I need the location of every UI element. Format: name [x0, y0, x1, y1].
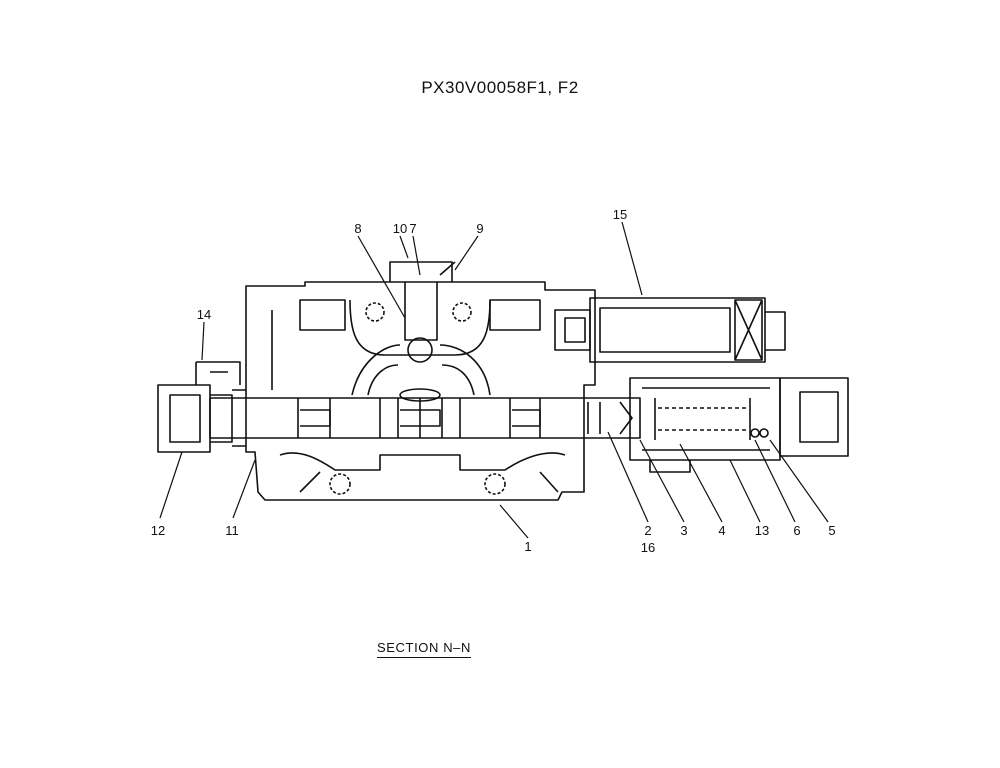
main-spool: [209, 397, 641, 439]
callout-3: 3: [680, 523, 688, 538]
leader-10: [399, 235, 409, 259]
leader-7: [412, 235, 421, 276]
callout-8: 8: [354, 221, 362, 236]
leader-3: [639, 439, 685, 523]
left-chamber: [271, 299, 346, 390]
section-label: SECTION N–N: [377, 640, 472, 658]
leader-12: [159, 451, 183, 519]
callout-9: 9: [476, 221, 484, 236]
leader-5: [769, 439, 829, 523]
callout-7: 7: [409, 221, 417, 236]
leader-15: [621, 221, 643, 296]
leader-11: [232, 459, 256, 519]
leader-4: [679, 443, 723, 523]
left-end-cap: [157, 384, 233, 453]
fitting-14: [195, 361, 241, 385]
callout-11: 11: [225, 523, 239, 538]
callout-14: 14: [196, 307, 212, 322]
lower-cavity: [279, 452, 566, 471]
callout-10: 10: [392, 221, 408, 236]
top-boss: [389, 261, 453, 282]
leader-2: [607, 431, 649, 523]
callout-1: 1: [524, 539, 532, 554]
valve-body-outline: [245, 281, 596, 501]
callout-2: 2: [644, 523, 652, 538]
callout-12: 12: [150, 523, 166, 538]
leader-9: [454, 235, 479, 271]
callout-4: 4: [718, 523, 726, 538]
callout-15: 15: [612, 207, 628, 222]
callout-6: 6: [793, 523, 801, 538]
leader-6: [754, 439, 796, 523]
center-cavity: [349, 299, 491, 356]
leader-13: [729, 459, 761, 523]
callout-5: 5: [828, 523, 836, 538]
leader-8: [357, 235, 406, 319]
right-chamber: [489, 299, 541, 331]
leader-1: [499, 504, 529, 539]
callout-16: 16: [640, 540, 656, 555]
right-spring-housing: [629, 377, 781, 461]
drawing-title: PX30V00058F1, F2: [421, 78, 579, 97]
callout-13: 13: [754, 523, 770, 538]
right-end-cap: [779, 377, 849, 457]
leader-14: [201, 321, 205, 361]
